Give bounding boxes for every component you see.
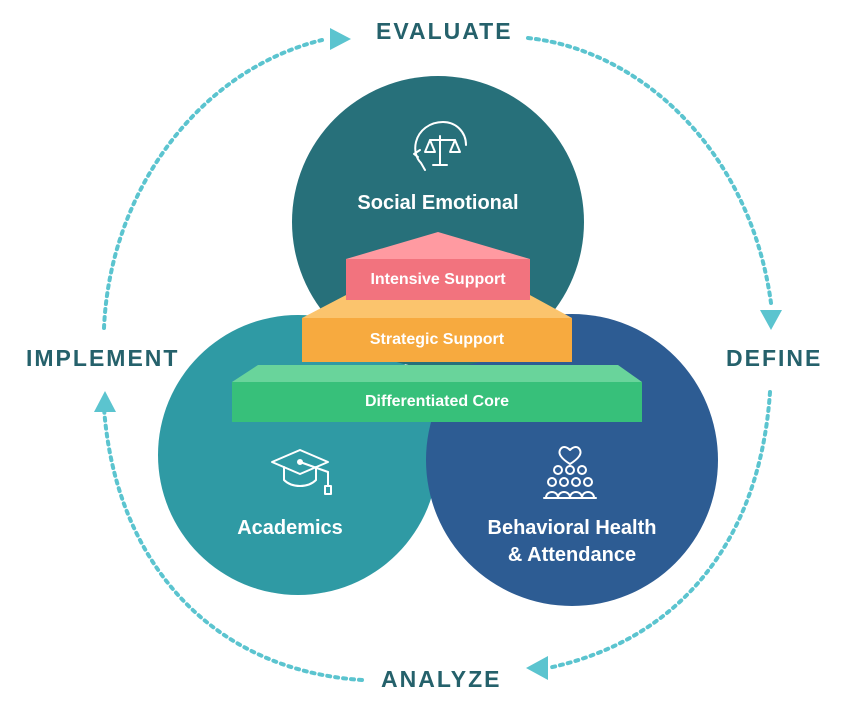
arc-analyze-to-implement <box>102 406 364 682</box>
strategic-support-label: Strategic Support <box>369 331 505 348</box>
arrowhead-implement <box>94 391 116 412</box>
core-tier-roof <box>232 365 642 382</box>
strategic-tier <box>302 318 572 362</box>
arc-implement-to-evaluate <box>102 38 324 330</box>
cycle-label-define: DEFINE <box>726 345 823 371</box>
cycle-arrows <box>102 36 773 682</box>
academics-label: Academics <box>237 517 343 539</box>
graduation-cap-icon <box>271 449 332 495</box>
social-emotional-label: Social Emotional <box>357 192 519 214</box>
differentiated-core-label: Differentiated Core <box>364 393 510 410</box>
cycle-label-implement: IMPLEMENT <box>26 345 180 371</box>
intensive-tier-roof <box>346 232 530 259</box>
core-tier <box>232 382 642 422</box>
head-with-scales-icon <box>413 121 467 171</box>
arrowhead-analyze <box>526 656 548 680</box>
cycle-label-evaluate: EVALUATE <box>376 18 513 44</box>
group-with-heart-icon <box>543 446 597 499</box>
arc-evaluate-to-define <box>526 36 773 305</box>
arrowhead-evaluate <box>330 28 351 50</box>
arc-define-to-analyze <box>546 390 772 670</box>
cycle-label-analyze: ANALYZE <box>381 666 502 692</box>
attendance-label: & Attendance <box>507 544 637 566</box>
intensive-support-label: Intensive Support <box>370 271 506 288</box>
intensive-tier <box>346 259 530 300</box>
behavioral-health-label: Behavioral Health <box>487 517 657 539</box>
support-pyramid <box>232 232 642 422</box>
cycle-arrowheads <box>94 28 782 680</box>
arrowhead-define <box>760 310 782 330</box>
